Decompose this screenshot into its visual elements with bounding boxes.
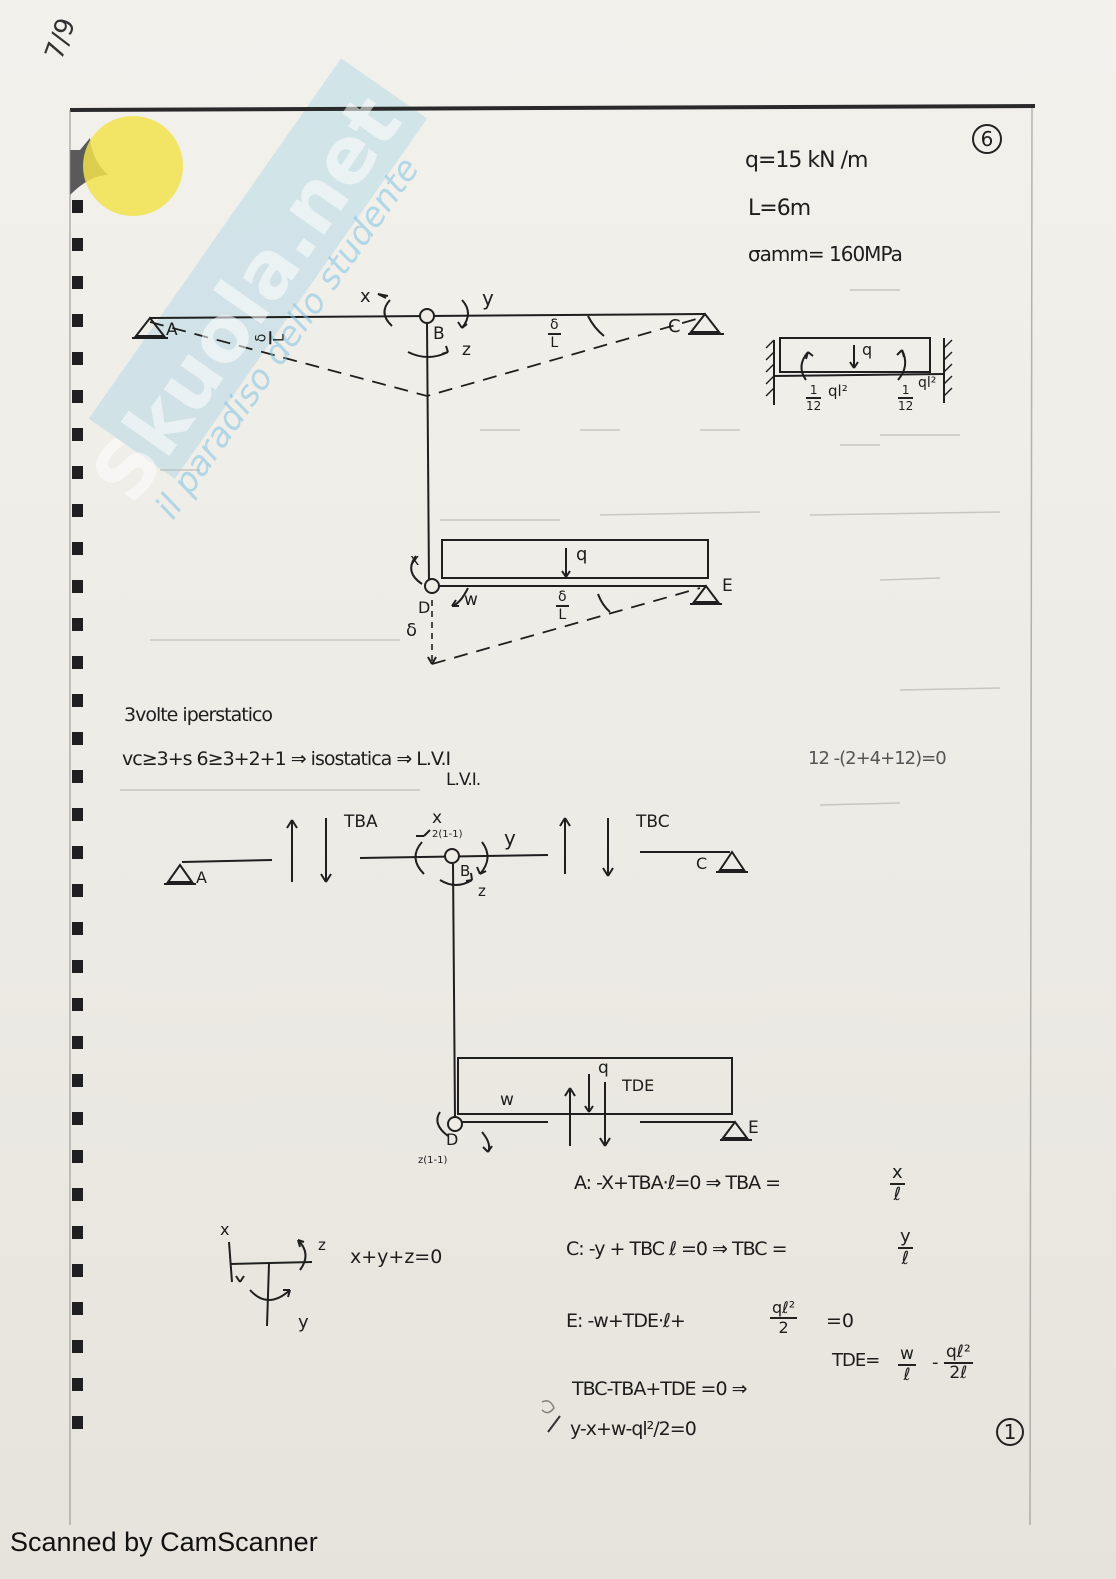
yellow-highlight (83, 116, 183, 216)
lvi-label-w: w (500, 1090, 514, 1110)
label-x-lower: x (410, 550, 420, 569)
lvi-diagram (164, 817, 752, 1153)
label-y: y (482, 286, 494, 310)
sign-y: y (298, 1312, 309, 1333)
page-number: 1 (996, 1418, 1024, 1446)
equation-TDE-minus: - (932, 1352, 939, 1373)
classification-side-equation: 12 -(2+4+12)=0 (808, 748, 947, 769)
classification-line2b: L.V.I. (446, 770, 481, 790)
binding-holes (72, 200, 83, 1429)
label-C: C (668, 316, 681, 337)
faint-rules (120, 289, 1001, 806)
label-D: D (418, 598, 431, 617)
label-E: E (722, 576, 733, 596)
load-q-label: q (576, 544, 588, 565)
circled-page-number: 6 (972, 124, 1002, 154)
lvi-label-z: z (478, 882, 486, 900)
lvi-label-y: y (504, 826, 516, 850)
label-A: A (166, 320, 178, 340)
scanner-footer: Scanned by CamScanner (10, 1527, 318, 1557)
classification-line1: 3volte iperstatico (124, 704, 273, 726)
lvi-label-D: D (446, 1130, 459, 1149)
lvi-label-A: A (196, 868, 207, 887)
length-value: L=6m (748, 196, 811, 221)
structure-diagram (132, 293, 724, 665)
sign-z: z (318, 1236, 326, 1254)
fixed-beam-moment-right-tail: ql² (918, 375, 937, 391)
lvi-label-C: C (696, 854, 708, 873)
label-delta: δ (406, 620, 418, 641)
equation-E: E: -w+TDE·ℓ+ (566, 1310, 686, 1332)
fixed-beam-moment-left-tail: ql² (828, 382, 848, 400)
equation-final: y-x+w-ql²/2=0 (570, 1418, 697, 1440)
classification-line2: vc≥3+s 6≥3+2+1 ⇒ isostatica ⇒ L.V.I (122, 748, 451, 770)
lvi-TBC: TBC (636, 812, 670, 832)
sign-x: x (220, 1220, 230, 1239)
label-z: z (462, 340, 471, 360)
lvi-z-sub: z(1-1) (418, 1155, 448, 1166)
equation-A: A: -X+TBA·ℓ=0 ⇒ TBA = (574, 1172, 781, 1194)
sign-diagram (228, 1239, 313, 1327)
watermark-logo (88, 58, 428, 479)
lvi-q: q (598, 1058, 609, 1078)
lvi-TBA: TBA (344, 812, 378, 832)
label-w: w (464, 590, 478, 610)
sign-equation: x+y+z=0 (350, 1246, 443, 1268)
lvi-label-B: B (460, 862, 471, 880)
lvi-x-mark: x (432, 808, 443, 828)
lvi-label-E: E (748, 1118, 759, 1138)
lvi-x-sub: 2(1-1) (432, 829, 463, 840)
load-value: q=15 kN /m (745, 148, 868, 173)
fixed-beam-sketch (765, 337, 953, 405)
label-x: x (360, 286, 371, 307)
equation-TDE: TDE= (832, 1350, 880, 1371)
equation-C: C: -y + TBC ℓ =0 ⇒ TBC = (566, 1238, 788, 1260)
fixed-beam-q: q (862, 340, 873, 359)
equation-E-rhs: =0 (826, 1310, 855, 1332)
lvi-TDE: TDE (622, 1076, 655, 1095)
allowable-stress: σamm= 160MPa (748, 242, 903, 266)
equation-sum: TBC-TBA+TDE =0 ⇒ (572, 1378, 747, 1400)
label-B: B (433, 324, 445, 344)
